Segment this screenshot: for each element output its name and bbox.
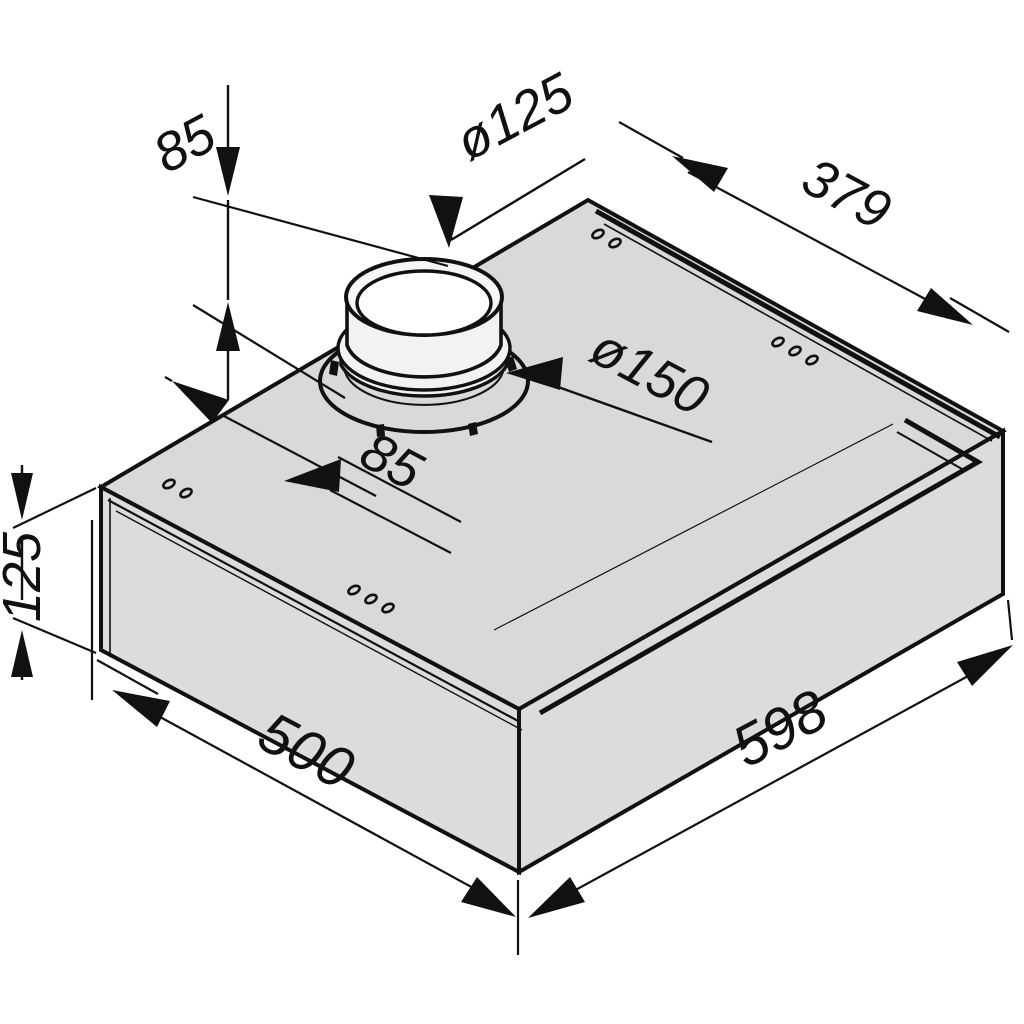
arrow-379-left [672, 156, 728, 192]
arrow-125-down [11, 473, 33, 520]
hole-group-front-mid [347, 584, 395, 614]
arrow-500-right [461, 877, 516, 917]
hood-top-rim-left-inner [115, 510, 523, 731]
hood-top-inner-panel [538, 417, 984, 716]
arrow-125 [429, 195, 463, 248]
arrow-150 [506, 357, 563, 390]
arrow-379-right [917, 288, 973, 325]
dim-label-125: 125 [0, 531, 52, 622]
hood-top-inner-panel-2 [896, 431, 963, 470]
hood-top-rim-back [594, 208, 1002, 440]
duct-tab-front-left [376, 424, 385, 437]
duct-tab-front-right [468, 422, 478, 436]
dim-label-85-height: 85 [144, 103, 226, 185]
hole-group-back-left [591, 228, 622, 249]
duct-bore-shadow [355, 302, 493, 337]
duct-tab-left [329, 360, 339, 376]
arrow-598-left [528, 877, 585, 918]
dim-label-dia-125: ø125 [446, 61, 584, 172]
arrow-offset-85-upper [172, 381, 229, 423]
arrow-down-85 [216, 147, 240, 196]
hole-group-front-left [162, 478, 193, 499]
hole-group-back-mid [771, 336, 819, 366]
grille-frame [493, 423, 894, 631]
dimension-hood-height-125: 125 [0, 465, 97, 700]
duct-band-line [344, 371, 504, 406]
dim-label-379: 379 [793, 146, 901, 241]
hood-top-rim-left [107, 499, 521, 723]
arrow-500-left [112, 690, 170, 727]
arrow-125-up [11, 630, 33, 677]
hood-body [96, 197, 1008, 876]
arrow-598-right [957, 645, 1013, 686]
hood-top-rim-back-inner [603, 223, 993, 442]
arrow-offset-85 [284, 459, 341, 492]
duct-collar [318, 257, 530, 437]
